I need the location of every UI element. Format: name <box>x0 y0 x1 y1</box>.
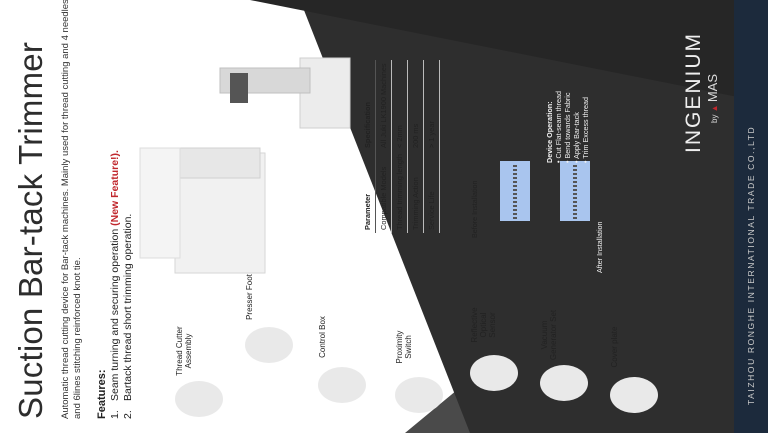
features-heading: Features: <box>96 369 108 419</box>
spec-cell: < 2mm <box>391 60 408 151</box>
component-label: Proximity Switch <box>395 330 413 364</box>
operation-item: • Apply Bar-tack <box>572 112 581 163</box>
component-control-box: Control Box <box>318 316 366 403</box>
brand-logo: INGENIUM <box>682 32 705 153</box>
spec-cell: Service Life <box>423 151 440 233</box>
spec-cell: Thread trimming length <box>391 151 408 233</box>
fabric-illustration <box>500 161 590 221</box>
feature-1: 1. Seam turning and securing operation (N… <box>109 150 122 419</box>
spec-cell: Compatible Models <box>375 151 392 233</box>
vacuum-generator-image <box>540 365 588 401</box>
component-proximity-switch: Proximity Switch <box>395 331 443 413</box>
brand-by: by <box>710 114 719 123</box>
table-row: Service Life> 1 year <box>423 60 440 233</box>
feature-1-number: 1. <box>109 410 121 419</box>
component-reflective-sensor: Reflective Optical Sensor <box>470 307 518 391</box>
company-name: TAIZHOU RONGHE INTERNATIONAL TRADE CO.,L… <box>746 125 756 405</box>
table-row: Thread trimming length< 2mm <box>391 60 408 233</box>
spec-header-specification: Specification <box>360 60 376 151</box>
proximity-switch-image <box>395 377 443 413</box>
operation-item: • Trim Excess thread <box>581 96 590 163</box>
page-title: Suction Bar-tack Trimmer <box>12 41 49 419</box>
component-presser-foot: Presser Foot <box>245 274 293 363</box>
before-installation-label: Before Installation <box>470 180 479 238</box>
component-vacuum-generator: Vacuum Generator Set <box>540 310 588 401</box>
device-operation-heading: Device Operation: <box>545 101 554 163</box>
operation-item: • Cut Flat-seam thread <box>554 90 563 163</box>
spec-cell: > 1 year <box>423 60 440 151</box>
feature-2-number: 2. <box>122 410 134 419</box>
component-cover-plate: Cover plate <box>610 327 658 413</box>
after-installation-label: After Installation <box>595 221 604 273</box>
component-label: Vacuum Generator Set <box>540 309 558 361</box>
description: Automatic thread cutting device for Bar-… <box>60 0 83 419</box>
component-label: Control Box <box>318 316 327 358</box>
component-thread-cutter: Thread Cutter Assembly <box>175 326 223 417</box>
dark-corner-panel <box>250 0 768 103</box>
features-list: 1. Seam turning and securing operation (N… <box>109 150 135 419</box>
cover-plate-image <box>610 377 658 413</box>
device-operation: Device Operation: • Cut Flat-seam thread… <box>545 23 590 163</box>
dark-diagonal-panel <box>300 0 768 433</box>
brand-by-mas: by ▲ MAS <box>705 74 720 123</box>
feature-1-text: Seam turning and securing operation <box>109 225 121 401</box>
spec-cell: 200 ms <box>407 60 424 151</box>
mas-icon: ▲ <box>710 104 719 113</box>
machine-illustration <box>139 57 351 274</box>
operation-item: • Bend towards Fabric <box>563 92 572 163</box>
company-strip <box>734 0 768 433</box>
feature-2-text: Bartack thread short trimming operation. <box>122 213 134 401</box>
reflective-sensor-image <box>470 355 518 391</box>
component-label: Thread Cutter Assembly <box>175 326 193 376</box>
brand-mas: MAS <box>705 73 720 103</box>
spec-header-parameter: Parameter <box>360 151 376 233</box>
control-box-image <box>318 367 366 403</box>
component-label: Presser Foot <box>245 274 254 320</box>
feature-1-new-tag: (New Feature!). <box>109 150 121 226</box>
component-label: Cover plate <box>610 326 619 368</box>
presser-foot-image <box>245 327 293 363</box>
thread-cutter-image <box>175 381 223 417</box>
feature-2: 2. Bartack thread short trimming operatio… <box>122 150 135 419</box>
spec-cell: All Juki LK1900 Machines <box>375 60 392 151</box>
spec-cell: Trimming Action <box>407 151 424 233</box>
component-label: Reflective Optical Sensor <box>470 307 497 343</box>
